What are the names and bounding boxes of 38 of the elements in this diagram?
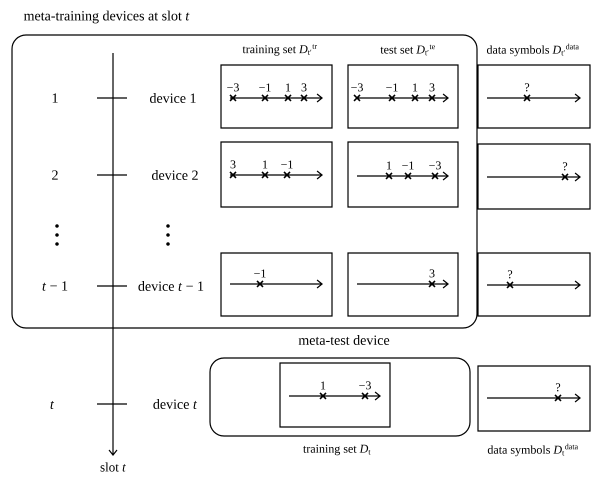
device-label: device t [152,398,198,410]
value-label: 3 [230,160,236,168]
value-label: 1 [387,161,392,170]
slot-number: 2 [50,169,60,181]
value-label: ? [508,270,512,278]
box-caption: training set D$_{t}$ [303,444,370,456]
value-label: ? [524,83,530,92]
value-label: −1 [254,269,266,278]
value-label: 1 [286,83,290,92]
value-label: 3 [430,269,435,278]
slot-number: t − 1 [40,280,70,292]
value-label: −1 [259,83,271,92]
box-caption: data symbols D$_{t}$data [488,444,578,456]
value-label: −1 [281,160,293,168]
column-heading: training set D$_{t′}$tr [241,43,319,57]
value-label: −3 [429,161,441,170]
group-heading: meta-test device [298,335,390,345]
value-label: 3 [302,83,307,92]
column-heading: data symbols D$_{t′}$data [486,42,580,58]
value-label: 1 [321,381,326,390]
value-label: −3 [359,381,371,390]
device-label: device 1 [148,92,198,104]
value-label: ? [562,162,568,170]
axis-label: slot t [99,461,127,473]
value-label: 1 [413,83,418,92]
value-label: ? [556,383,560,392]
value-label: −3 [227,83,239,92]
value-label: 1 [263,160,268,168]
device-label: device 2 [150,169,200,181]
value-label: 3 [430,83,435,92]
value-label: −1 [402,161,414,170]
group-heading: meta-training devices at slot t [24,10,190,24]
column-heading: test set D$_{t′}$te [379,44,437,56]
value-label: −3 [351,83,363,92]
value-label: −1 [386,83,398,92]
device-label: device t − 1 [136,280,206,292]
slot-number: 1 [50,92,60,104]
slot-number: t [48,400,56,410]
